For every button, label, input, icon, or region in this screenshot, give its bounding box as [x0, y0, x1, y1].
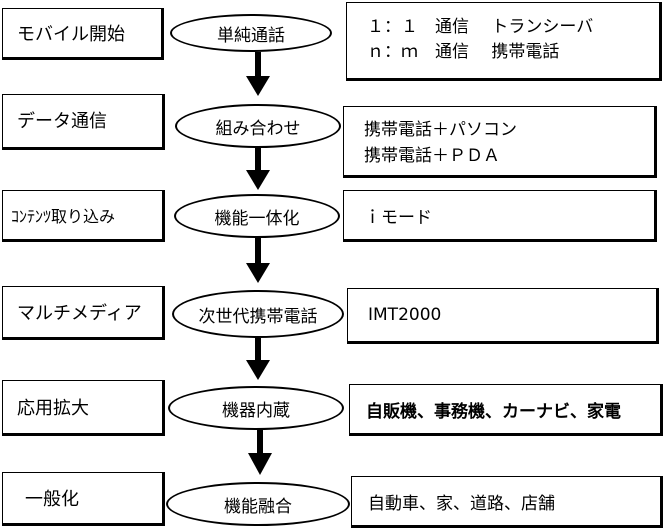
- stage-label: データ通信: [17, 111, 107, 132]
- step-ellipse-fusion: 機能融合: [166, 482, 350, 526]
- stage-label: ｺﾝﾃﾝﾂ取り込み: [11, 207, 116, 226]
- example-line: 自販機、事務機、カーナビ、家電: [366, 401, 621, 422]
- stage-box-application: 応用拡大: [2, 380, 165, 436]
- example-line: １：１ 通信 トランシーバ: [367, 17, 594, 37]
- step-label: 機能融合: [224, 496, 292, 517]
- example-box-6: 自動車、家、道路、店舗: [351, 476, 663, 528]
- example-line: 携帯電話＋ＰＤＡ: [364, 146, 500, 166]
- stage-box-multimedia: マルチメディア: [2, 286, 165, 340]
- example-line: IMT2000: [368, 305, 442, 325]
- stage-label: モバイル開始: [17, 24, 125, 45]
- example-line: 自動車、家、道路、店舗: [368, 493, 555, 514]
- step-label: 単純通話: [217, 25, 285, 46]
- step-label: 機器内蔵: [222, 400, 290, 421]
- step-ellipse-built-in: 機器内蔵: [168, 386, 344, 430]
- step-label: 組み合わせ: [215, 118, 301, 139]
- arrow-head-5: [248, 453, 272, 475]
- example-box-4: IMT2000: [347, 288, 659, 344]
- step-ellipse-combination: 組み合わせ: [175, 104, 341, 148]
- step-ellipse-integration: 機能一体化: [174, 194, 340, 238]
- stage-label: マルチメディア: [17, 303, 142, 324]
- stage-label: 一般化: [25, 489, 79, 510]
- stage-box-mobile-start: モバイル開始: [2, 8, 164, 60]
- example-box-1: １：１ 通信 トランシーバ ｎ：ｍ 通信 携帯電話: [346, 2, 662, 81]
- step-ellipse-simple-call: 単純通話: [170, 14, 332, 52]
- stage-box-data-comm: データ通信: [2, 94, 165, 150]
- example-box-3: ｉモード: [343, 190, 657, 242]
- step-ellipse-next-gen-phone: 次世代携帯電話: [172, 290, 344, 338]
- arrow-head-4: [246, 360, 270, 380]
- stage-box-general: 一般化: [2, 472, 165, 526]
- stage-label: 応用拡大: [17, 398, 89, 419]
- arrow-head-2: [246, 170, 270, 190]
- arrow-head-1: [246, 76, 270, 96]
- arrow-head-3: [246, 263, 270, 283]
- stage-box-content: ｺﾝﾃﾝﾂ取り込み: [2, 190, 165, 242]
- example-line: 携帯電話＋パソコン: [364, 120, 517, 140]
- example-line: ｎ：ｍ 通信 携帯電話: [367, 42, 560, 62]
- example-box-5: 自販機、事務機、カーナビ、家電: [349, 384, 663, 436]
- step-label: 機能一体化: [214, 208, 300, 229]
- example-box-2: 携帯電話＋パソコン 携帯電話＋ＰＤＡ: [343, 106, 657, 178]
- example-line: ｉモード: [364, 207, 432, 228]
- step-label: 次世代携帯電話: [198, 306, 318, 327]
